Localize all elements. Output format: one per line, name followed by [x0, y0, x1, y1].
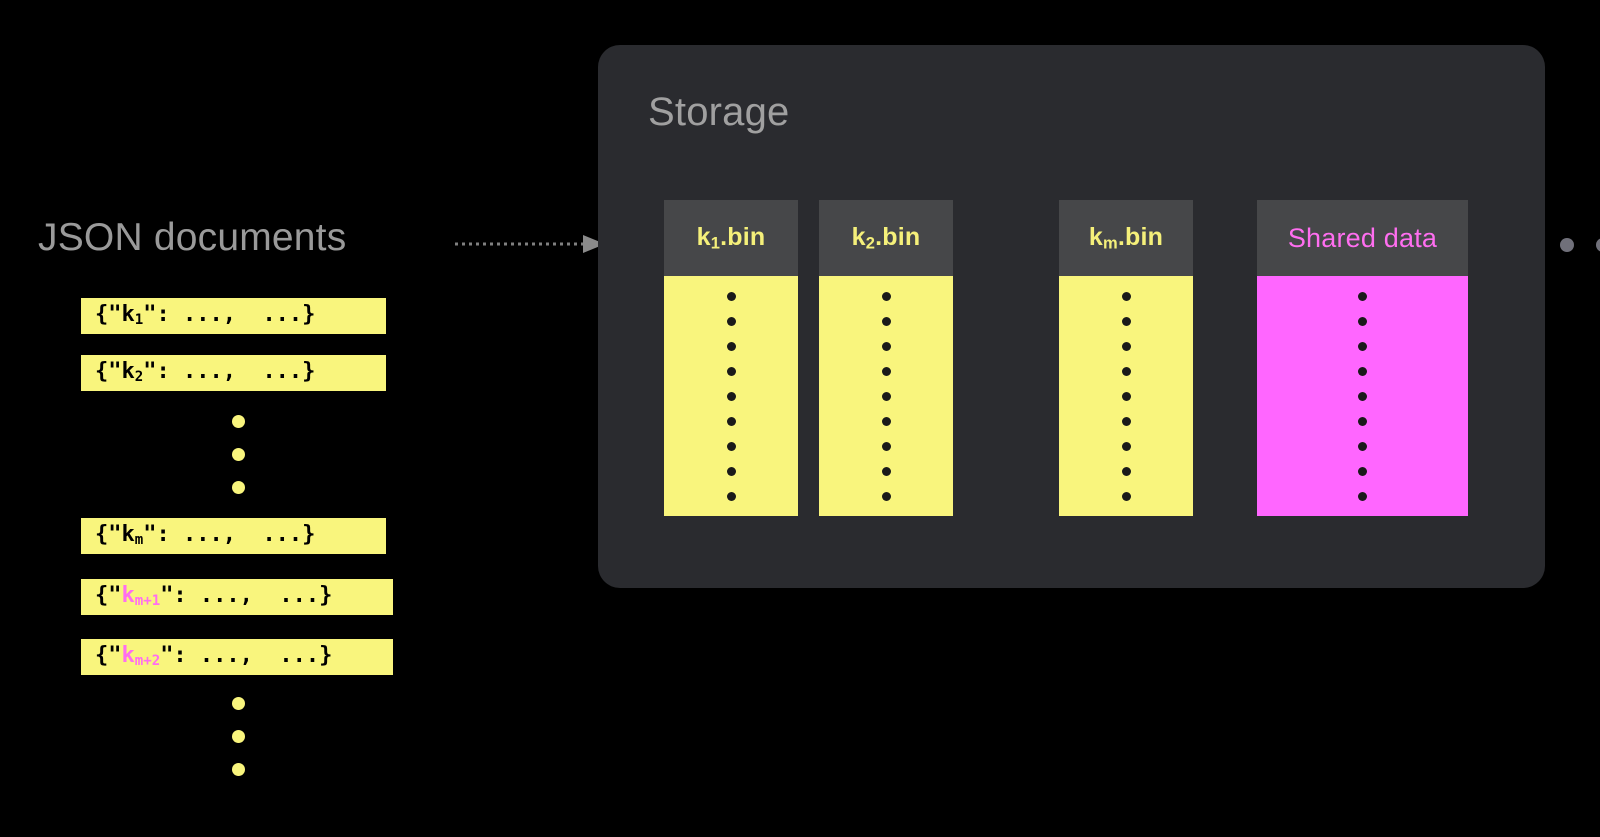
- bin-record-dot: [1358, 466, 1367, 476]
- json-document-box: {"km+2": ..., ...}: [81, 639, 393, 675]
- bins-ellipsis-dot: [1560, 238, 1574, 252]
- bin-record-dot: [881, 316, 891, 326]
- bin-header: k2.bin: [819, 200, 953, 276]
- bin-record-dot: [1121, 466, 1131, 476]
- bin-record-dot: [1121, 366, 1131, 376]
- bin-record-dot: [1358, 316, 1367, 326]
- json-key: k1: [121, 302, 144, 329]
- bin-record-dot: [726, 416, 736, 426]
- json-document-code: {"k1": ..., ...}: [95, 302, 316, 329]
- bin-record-dot: [1121, 491, 1131, 501]
- bin-record-dot: [1358, 441, 1367, 451]
- bin-header: km.bin: [1059, 200, 1193, 276]
- bins-ellipsis-dot: [1596, 238, 1600, 252]
- bin-record-dot: [1358, 416, 1367, 426]
- storage-bin: k2.bin: [819, 200, 953, 516]
- bin-label: km.bin: [1088, 222, 1164, 253]
- storage-bin: km.bin: [1059, 200, 1193, 516]
- bin-body: [1257, 276, 1468, 516]
- bin-label: k2.bin: [851, 222, 921, 253]
- ellipsis-dot: [232, 481, 245, 494]
- bin-record-dot: [726, 491, 736, 501]
- bin-record-dot: [881, 341, 891, 351]
- bin-record-dot: [1121, 416, 1131, 426]
- bin-record-dot: [1358, 491, 1367, 501]
- json-key: k2: [121, 359, 144, 386]
- bin-record-dot: [1121, 316, 1131, 326]
- bin-label: k1.bin: [696, 222, 766, 253]
- bin-header: k1.bin: [664, 200, 798, 276]
- bin-record-dot: [1358, 391, 1367, 401]
- bin-record-dot: [1358, 291, 1367, 301]
- storage-panel: Storage k1.bin k2.bin km.bin Shared data: [598, 45, 1600, 588]
- json-document-box: {"k1": ..., ...}: [81, 298, 386, 334]
- json-document-box: {"km": ..., ...}: [81, 518, 386, 554]
- ellipsis-dot: [232, 415, 245, 428]
- storage-title: Storage: [648, 90, 790, 134]
- storage-bin-shared: Shared data: [1257, 200, 1468, 516]
- json-documents-title: JSON documents: [38, 216, 347, 259]
- bin-record-dot: [1121, 291, 1131, 301]
- bin-record-dot: [1121, 341, 1131, 351]
- bin-record-dot: [726, 366, 736, 376]
- bin-record-dot: [881, 466, 891, 476]
- ellipsis-dot: [232, 697, 245, 710]
- bin-header: Shared data: [1257, 200, 1468, 276]
- bin-record-dot: [881, 391, 891, 401]
- bin-record-dot: [726, 391, 736, 401]
- bin-record-dot: [726, 291, 736, 301]
- dotted-arrow-icon: [455, 235, 605, 253]
- json-document-box: {"k2": ..., ...}: [81, 355, 386, 391]
- json-key: km+2: [121, 643, 161, 670]
- bin-record-dot: [1358, 366, 1367, 376]
- json-document-code: {"k2": ..., ...}: [95, 359, 316, 386]
- bin-record-dot: [881, 366, 891, 376]
- bin-record-dot: [1358, 341, 1367, 351]
- json-document-code: {"km": ..., ...}: [95, 522, 316, 549]
- ellipsis-dot: [232, 448, 245, 461]
- bin-body: [819, 276, 953, 516]
- bin-body: [664, 276, 798, 516]
- ellipsis-dot: [232, 730, 245, 743]
- documents-ellipsis-top: [232, 415, 245, 494]
- documents-ellipsis-bottom: [232, 697, 245, 776]
- bin-record-dot: [1121, 391, 1131, 401]
- json-document-box: {"km+1": ..., ...}: [81, 579, 393, 615]
- ellipsis-dot: [232, 763, 245, 776]
- bin-record-dot: [1121, 441, 1131, 451]
- bin-label: Shared data: [1287, 222, 1438, 253]
- bin-body: [1059, 276, 1193, 516]
- json-key: km: [121, 522, 144, 549]
- json-document-code: {"km+2": ..., ...}: [95, 643, 333, 670]
- bin-record-dot: [881, 491, 891, 501]
- bin-record-dot: [726, 441, 736, 451]
- bin-record-dot: [726, 466, 736, 476]
- bin-record-dot: [881, 441, 891, 451]
- bins-ellipsis: [1560, 238, 1600, 252]
- bin-record-dot: [726, 341, 736, 351]
- json-key: km+1: [121, 583, 161, 610]
- bin-record-dot: [881, 291, 891, 301]
- bin-record-dot: [726, 316, 736, 326]
- bin-record-dot: [881, 416, 891, 426]
- storage-bin: k1.bin: [664, 200, 798, 516]
- json-document-code: {"km+1": ..., ...}: [95, 583, 333, 610]
